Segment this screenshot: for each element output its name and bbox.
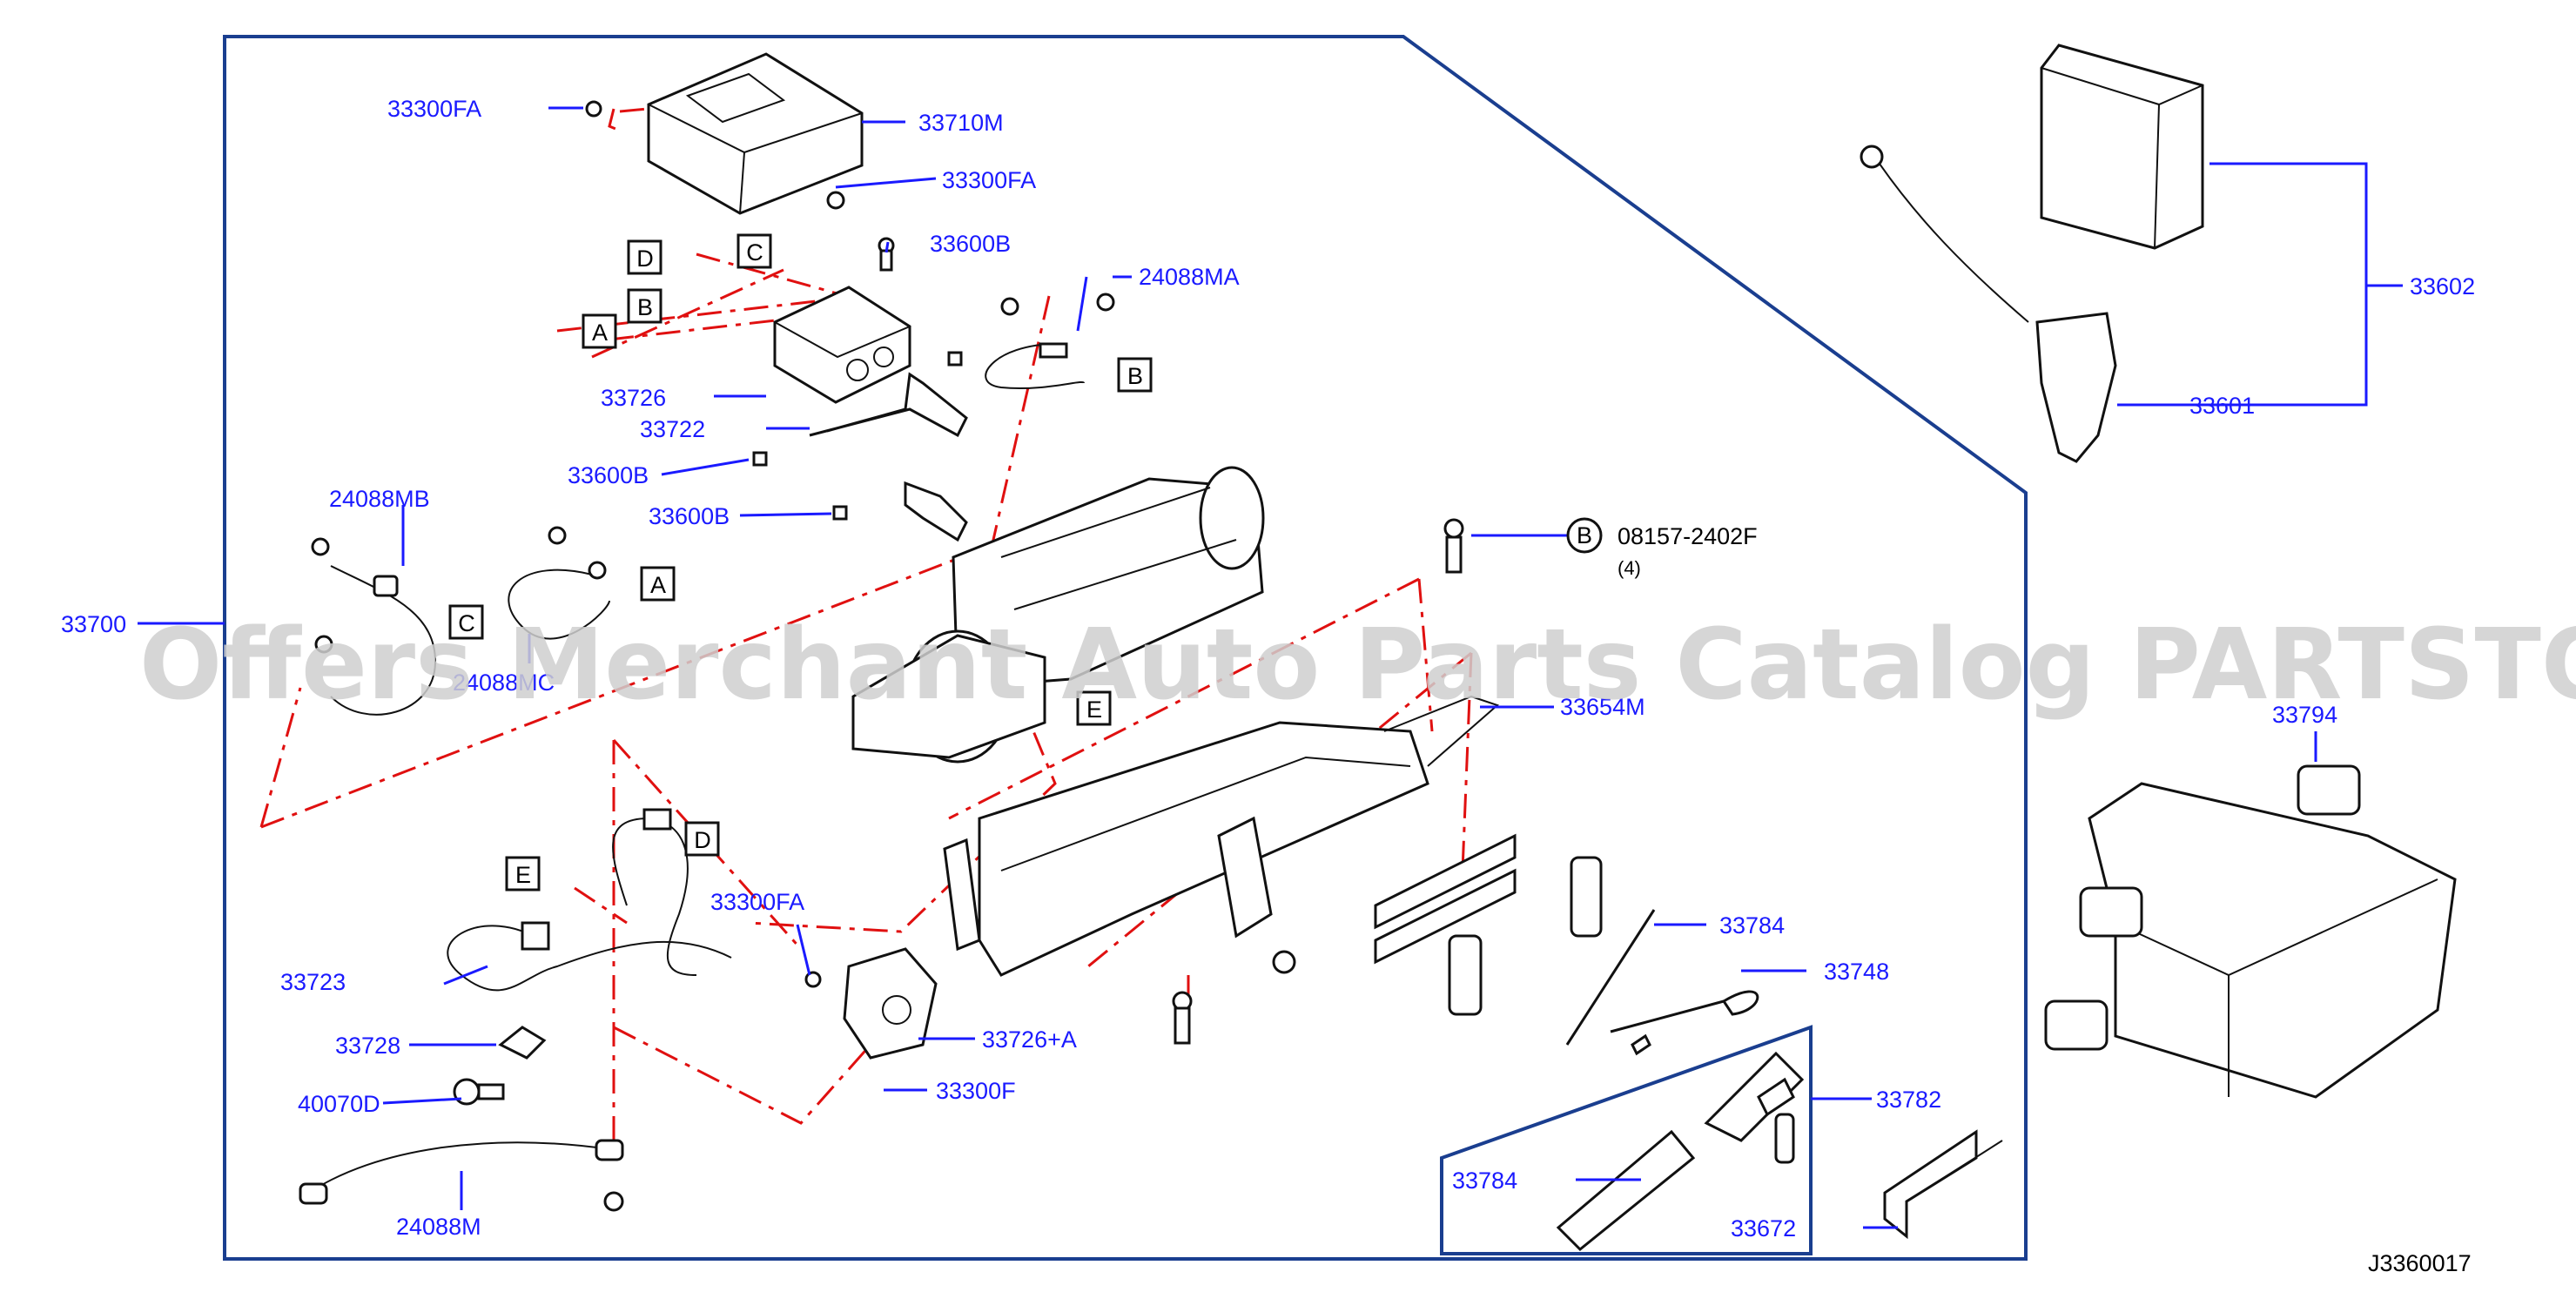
svg-text:B: B — [1577, 522, 1592, 548]
kit-frame-33782 — [1440, 1025, 1813, 1255]
svg-text:D: D — [636, 246, 654, 272]
case-33602 — [2040, 44, 2204, 250]
callout-40070D[interactable]: 40070D — [298, 1091, 380, 1117]
callout-33300F[interactable]: 33300F — [936, 1078, 1016, 1104]
svg-text:A: A — [592, 320, 608, 346]
callout-33782[interactable]: 33782 — [1876, 1087, 1941, 1113]
ref-box-C-top: C — [736, 233, 772, 269]
ref-box-E-mid: E — [1076, 690, 1112, 726]
ref-box-E-low: E — [505, 856, 541, 892]
callout-33726A[interactable]: 33726+A — [982, 1026, 1077, 1053]
ref-circle-B: B — [1566, 517, 1603, 554]
holder-33794 — [2044, 764, 2457, 1099]
callout-33601[interactable]: 33601 — [2189, 393, 2255, 419]
cover-33710M — [647, 52, 864, 215]
tool-33784 — [1565, 909, 1656, 1056]
svg-text:E: E — [1086, 696, 1102, 723]
ref-box-B-right: B — [1117, 357, 1153, 393]
rubber-mounts — [1374, 833, 1603, 1016]
callout-33700[interactable]: 33700 — [61, 611, 126, 637]
cable-24088MB — [330, 565, 437, 716]
callout-33784-kit[interactable]: 33784 — [1452, 1168, 1517, 1194]
callout-33300FA-top[interactable]: 33300FA — [387, 96, 481, 122]
diagram-code: J3360017 — [2368, 1250, 2472, 1276]
callout-24088MC[interactable]: 24088MC — [453, 670, 555, 696]
callout-33723[interactable]: 33723 — [280, 969, 346, 995]
ref-box-D-top: D — [627, 239, 662, 275]
cable-24088MC — [508, 569, 610, 640]
svg-text:C: C — [458, 610, 475, 636]
callout-33600B-top[interactable]: 33600B — [930, 231, 1011, 257]
cable-24088M — [299, 1139, 624, 1205]
nut-icons-33600B — [752, 351, 963, 521]
valve-block-33726 — [773, 286, 911, 404]
callout-33726[interactable]: 33726 — [601, 385, 666, 411]
ref-box-B-left: B — [627, 288, 662, 324]
callout-33600B-a[interactable]: 33600B — [568, 462, 649, 488]
bracket-33722 — [809, 372, 968, 542]
callout-33784-top[interactable]: 33784 — [1719, 912, 1785, 939]
svg-text:C: C — [746, 239, 763, 266]
callout-24088MA[interactable]: 24088MA — [1139, 264, 1240, 290]
ref-box-C-left: C — [448, 604, 484, 640]
callout-33672[interactable]: 33672 — [1731, 1215, 1796, 1242]
callout-33654M[interactable]: 33654M — [1560, 694, 1645, 720]
compressor-motor — [851, 466, 1265, 764]
kit-contents-33782 — [1556, 1051, 1805, 1252]
leader-lines — [382, 106, 2317, 1229]
svg-text:E: E — [515, 862, 531, 888]
mounting-frame-33654M — [943, 695, 1499, 977]
callout-33600B-b[interactable]: 33600B — [649, 503, 730, 529]
callout-24088MB[interactable]: 24088MB — [329, 486, 430, 512]
svg-text:B: B — [637, 294, 653, 320]
tool-33748 — [1610, 990, 1759, 1033]
cable-24088MA — [985, 342, 1085, 389]
main-group-frame — [223, 35, 2028, 1261]
callout-08157-2402F[interactable]: 08157-2402F — [1618, 523, 1758, 549]
clip-33728 — [498, 1026, 547, 1060]
svg-text:D: D — [694, 827, 711, 853]
remote-33601 — [1860, 145, 2117, 463]
callout-33710M[interactable]: 33710M — [918, 110, 1004, 136]
callout-33722[interactable]: 33722 — [640, 416, 705, 442]
callout-33748[interactable]: 33748 — [1824, 959, 1889, 985]
watermark: Offers Merchant Auto Parts Catalog PARTS… — [139, 609, 2576, 722]
harness-33723 — [447, 808, 732, 992]
bracket-33672 — [1883, 1129, 2003, 1240]
callout-33728[interactable]: 33728 — [335, 1033, 400, 1059]
callout-33602[interactable]: 33602 — [2410, 273, 2475, 299]
svg-text:A: A — [650, 572, 666, 598]
ref-box-A-left: A — [582, 313, 617, 349]
bolt-icons — [311, 100, 1464, 1212]
callout-33300FA-low[interactable]: 33300FA — [710, 889, 804, 915]
quantity-4: (4) — [1618, 557, 1641, 579]
sensor-33726A — [843, 947, 938, 1060]
callout-24088M[interactable]: 24088M — [396, 1214, 481, 1240]
ref-box-A-mid: A — [640, 566, 676, 602]
svg-text:B: B — [1127, 363, 1143, 389]
callout-33300FA-mid[interactable]: 33300FA — [942, 167, 1036, 193]
ref-box-D-low: D — [684, 821, 720, 857]
callout-33794[interactable]: 33794 — [2272, 702, 2337, 728]
